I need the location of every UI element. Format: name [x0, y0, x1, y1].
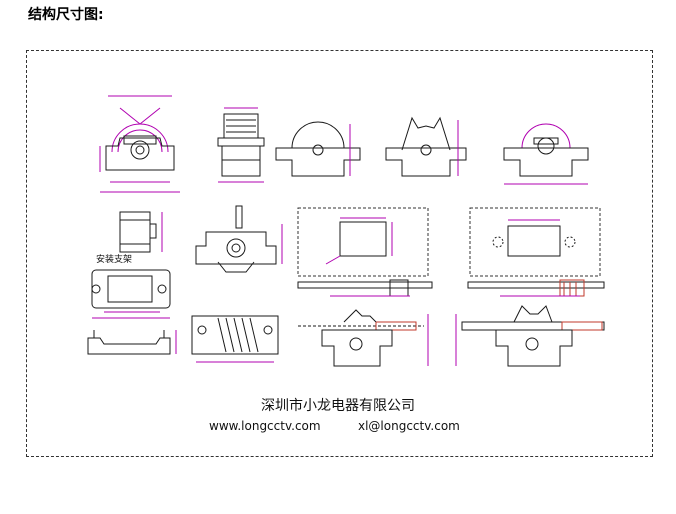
mount-side-view	[119, 211, 163, 253]
mounted-assembly-left	[298, 309, 429, 367]
front-view-clips	[385, 116, 467, 177]
website-link[interactable]: www.longcctv.com	[209, 419, 321, 433]
front-view-dome-dimensioned	[99, 95, 180, 193]
front-view-plain	[275, 121, 361, 177]
email-link[interactable]: xl@longcctv.com	[358, 419, 460, 433]
mount-plate-front-view	[87, 330, 177, 355]
panel-cutout-b	[467, 207, 605, 297]
drawing-frame	[26, 50, 653, 457]
vented-base-view	[191, 315, 279, 363]
company-name: 深圳市小龙电器有限公司	[261, 398, 415, 414]
page-heading: 结构尺寸图:	[28, 7, 104, 23]
side-view-top-row	[217, 107, 265, 183]
mount-label: 安装支架	[96, 253, 132, 265]
mount-plate-top-view	[91, 269, 171, 319]
panel-cutout-a	[297, 207, 433, 297]
front-view-cable	[195, 205, 283, 273]
front-view-lens	[503, 123, 589, 185]
mounted-assembly-right	[455, 305, 605, 367]
